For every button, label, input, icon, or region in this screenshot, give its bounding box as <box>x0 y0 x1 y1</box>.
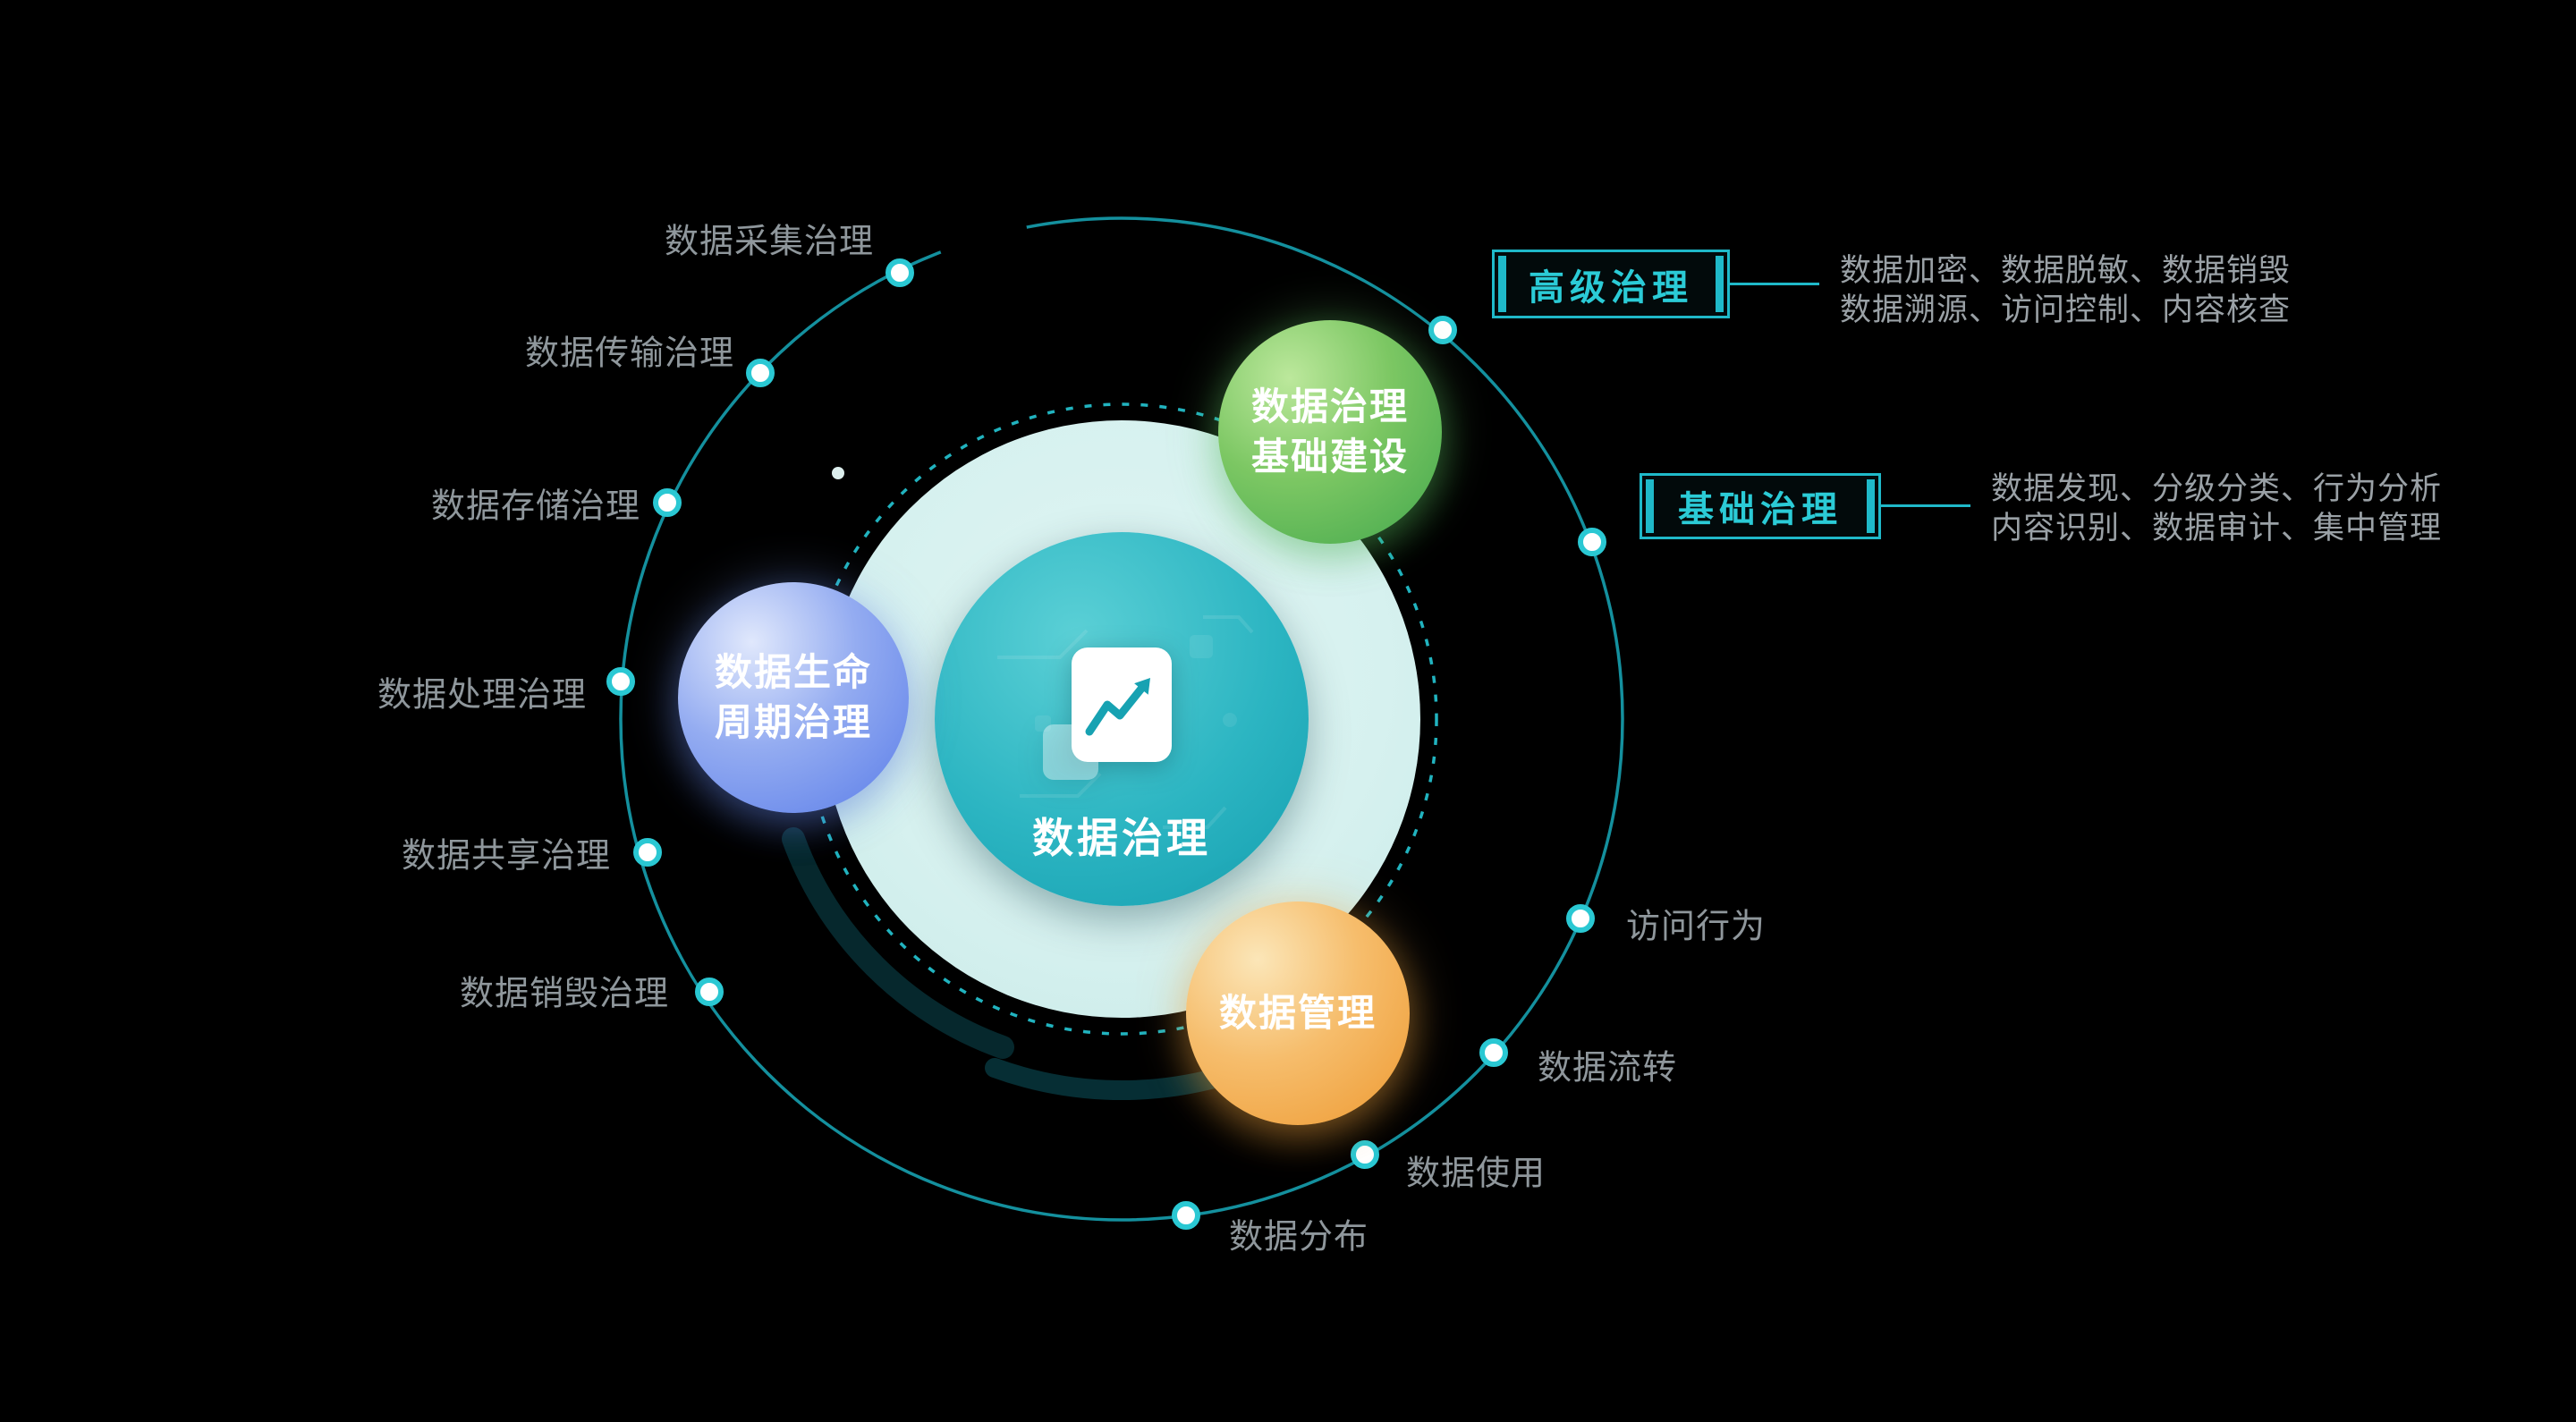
orbit-dot <box>1566 904 1595 933</box>
orbit-dot <box>633 838 662 867</box>
icon-document <box>1072 648 1172 762</box>
orbit-dot <box>695 978 724 1006</box>
orbit-label-data-distribution: 数据分布 <box>1229 1218 1369 1257</box>
orbit-dot <box>653 488 682 517</box>
orbit-label-sharing: 数据共享治理 <box>401 837 611 876</box>
orbit-label-collection: 数据采集治理 <box>664 223 874 261</box>
orbit-dot <box>606 667 635 696</box>
satellite-infrastructure: 数据治理 基础建设 <box>1218 320 1442 544</box>
orbit-dot <box>1578 528 1606 556</box>
orbit-dot <box>746 359 775 387</box>
circuit-pattern <box>997 615 1254 829</box>
callout-basic-box: 基础治理 <box>1640 473 1881 539</box>
callout-basic-desc-line1: 数据发现、分级分类、行为分析 <box>1991 471 2443 506</box>
orbit-label-transmission: 数据传输治理 <box>524 334 734 373</box>
callout-basic-desc-line2: 内容识别、数据审计、集中管理 <box>1991 511 2443 546</box>
orbit-label-destruction: 数据销毁治理 <box>459 975 669 1013</box>
outer-orbit-ring <box>619 216 1624 1222</box>
orbit-label-data-usage: 数据使用 <box>1406 1155 1546 1193</box>
dashed-ring <box>805 402 1438 1036</box>
orbit-dot <box>1428 316 1457 344</box>
satellite-lifecycle-line2: 周期治理 <box>714 701 872 743</box>
callout-basic-title: 基础治理 <box>1678 490 1843 529</box>
callout-advanced-title: 高级治理 <box>1529 267 1693 308</box>
callout-basic-connector <box>1881 504 1970 507</box>
icon-trend-arrowhead <box>1134 678 1150 695</box>
callout-basic-desc: 数据发现、分级分类、行为分析 内容识别、数据审计、集中管理 <box>1991 470 2442 548</box>
icon-trend-line <box>1085 684 1146 736</box>
satellite-lifecycle: 数据生命 周期治理 <box>678 582 909 813</box>
callout-advanced-box: 高级治理 <box>1492 250 1730 318</box>
small-spark-dot <box>832 467 844 479</box>
orbit-label-processing: 数据处理治理 <box>377 676 587 715</box>
satellite-lifecycle-line1: 数据生命 <box>714 651 872 693</box>
satellite-management-line1: 数据管理 <box>1218 992 1377 1034</box>
orbit-dot <box>886 258 914 287</box>
orbit-dot <box>1351 1140 1379 1169</box>
callout-advanced-desc-line2: 数据溯源、访问控制、内容核查 <box>1840 292 2292 327</box>
trend-document-icon <box>1043 648 1172 780</box>
orbit-dot <box>1479 1038 1508 1067</box>
callout-advanced-desc-line1: 数据加密、数据脱敏、数据销毁 <box>1840 253 2292 288</box>
dark-arc-bottom <box>985 1058 1227 1100</box>
center-title: 数据治理 <box>1032 815 1211 861</box>
ring-gap-arc <box>940 219 1027 258</box>
callout-advanced-desc: 数据加密、数据脱敏、数据销毁 数据溯源、访问控制、内容核查 <box>1840 251 2291 330</box>
orbit-label-data-flow: 数据流转 <box>1538 1049 1678 1088</box>
satellite-infrastructure-line2: 基础建设 <box>1250 436 1409 478</box>
orbit-label-storage: 数据存储治理 <box>430 487 640 526</box>
satellite-management: 数据管理 <box>1186 901 1410 1125</box>
callout-advanced-connector <box>1730 283 1819 285</box>
orbit-label-access-behavior: 访问行为 <box>1626 908 1767 946</box>
center-circle: 数据治理 <box>935 532 1309 906</box>
orbit-dots <box>606 258 1606 1230</box>
orbit-dot <box>1172 1201 1200 1230</box>
dark-arc-lower-left <box>782 827 1014 1059</box>
satellite-infrastructure-line1: 数据治理 <box>1250 385 1409 427</box>
